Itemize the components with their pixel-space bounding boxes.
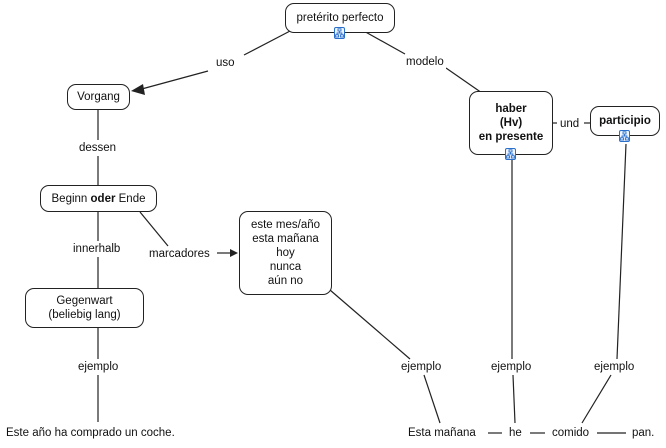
example-comido: comido (552, 427, 590, 439)
concept-beginn-oder-ende[interactable]: Beginn oder Ende (40, 185, 157, 212)
example-esta-manana: Esta mañana (408, 427, 476, 439)
concept-label: participio (599, 115, 651, 127)
example-sentence: Este año ha comprado un coche. (6, 427, 175, 439)
link-uso: uso (214, 56, 237, 70)
link-und: und (558, 117, 582, 131)
example-he: he (509, 427, 522, 439)
concept-map-link-icon[interactable] (334, 27, 345, 39)
concept-map-link-icon[interactable] (505, 148, 516, 160)
concept-label: (beliebig lang) (48, 309, 121, 321)
concept-label: Vorgang (77, 91, 120, 103)
link-innerhalb: innerhalb (71, 242, 123, 256)
concept-label: haber (495, 103, 527, 115)
link-ejemplo-haber: ejemplo (489, 360, 534, 374)
link-marcadores: marcadores (147, 247, 212, 261)
concept-marcadores-list[interactable]: este mes/año esta mañana hoy nunca aún n… (239, 211, 332, 295)
link-ejemplo-participio: ejemplo (592, 360, 637, 374)
marker-item: aún no (267, 275, 304, 287)
concept-label: (Hv) (499, 117, 523, 129)
concept-label: Gegenwart (56, 295, 113, 307)
concept-vorgang[interactable]: Vorgang (67, 84, 130, 110)
concept-label: en presente (478, 131, 544, 143)
marker-item: este mes/año (250, 219, 321, 231)
marker-item: esta mañana (252, 233, 319, 245)
marker-item: nunca (269, 261, 302, 273)
concept-label: pretérito perfecto (296, 12, 384, 24)
example-pan: pan. (632, 427, 655, 439)
concept-label: Beginn oder Ende (51, 192, 146, 205)
link-ejemplo-marcadores: ejemplo (399, 360, 444, 374)
link-ejemplo-gegenwart: ejemplo (76, 360, 121, 374)
concept-haber[interactable]: haber (Hv) en presente (469, 91, 553, 155)
marker-item: hoy (276, 247, 295, 259)
concept-map-link-icon[interactable] (619, 130, 630, 142)
concept-gegenwart[interactable]: Gegenwart (beliebig lang) (25, 288, 144, 328)
link-modelo: modelo (404, 55, 446, 69)
link-dessen: dessen (77, 141, 119, 155)
